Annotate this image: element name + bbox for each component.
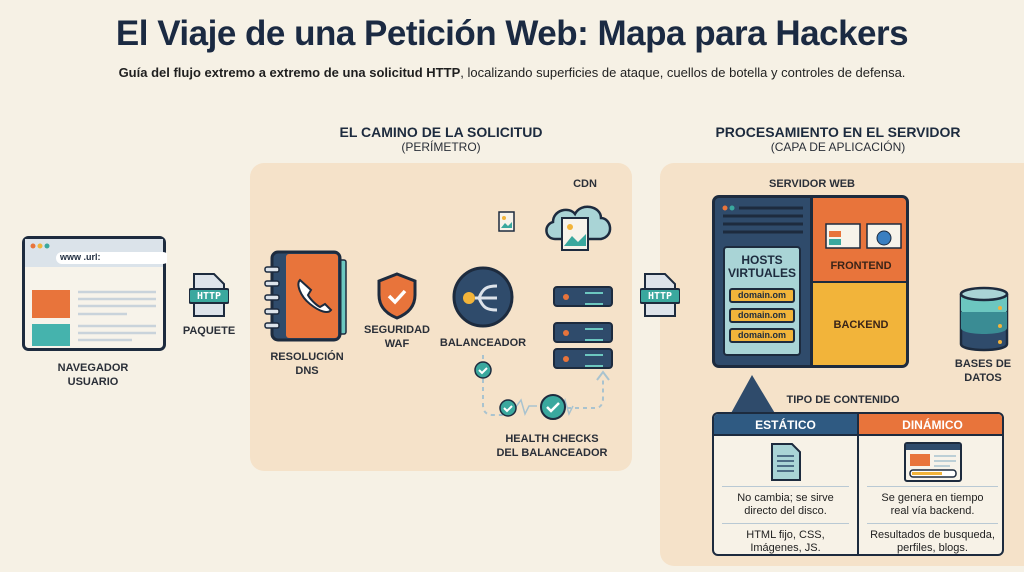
health-label: HEALTH CHECKS DEL BALANCEADOR	[496, 432, 607, 460]
dynamic-ex-2: perfiles, blogs.	[897, 542, 968, 554]
static-desc-2: directo del disco.	[744, 505, 827, 517]
dynamic-desc-1: Se genera en tiempo	[881, 492, 984, 504]
frontend-section: FRONTEND	[810, 198, 906, 283]
server-header-lines	[722, 205, 803, 234]
db-label-2: DATOS	[964, 372, 1002, 384]
perimeter-heading: EL CAMINO DE LA SOLICITUD(PERÍMETRO)	[340, 124, 543, 154]
dns-label: RESOLUCIÓN DNS	[270, 350, 343, 378]
domain-item: domain.om	[729, 288, 795, 303]
hosts-title-2: VIRTUALES	[727, 266, 796, 280]
browser-icon	[22, 236, 167, 351]
http-badge-2: HTTP	[647, 291, 673, 302]
static-desc-1: No cambia; se sirve	[737, 492, 834, 504]
db-label: BASES DE DATOS	[955, 357, 1011, 385]
domain-item: domain.om	[729, 328, 795, 343]
webserver-label: SERVIDOR WEB	[769, 178, 855, 190]
db-label-1: BASES DE	[954, 358, 1012, 370]
http-badge: HTTP	[196, 291, 222, 302]
backend-section: BACKEND	[810, 283, 906, 365]
perimeter-subtitle: (PERÍMETRO)	[401, 140, 481, 154]
waf-label-1: SEGURIDAD	[363, 324, 431, 336]
subtitle: Guía del flujo extremo a extremo de una …	[0, 65, 1024, 80]
browser-label-2: USUARIO	[67, 376, 119, 388]
health-label-2: DEL BALANCEADOR	[496, 447, 608, 459]
document-icon	[770, 443, 801, 481]
server-subtitle: (CAPA DE APLICACIÓN)	[770, 140, 906, 154]
load-balancer-icon	[452, 266, 514, 328]
url-bar: www .url:	[60, 252, 101, 262]
http-packet-icon	[189, 273, 229, 317]
http-packet-icon-2	[640, 273, 680, 317]
static-ex-1: HTML fijo, CSS,	[746, 529, 825, 541]
dynamic-header: DINÁMICO	[859, 414, 1002, 436]
browser-label-1: NAVEGADOR	[57, 362, 129, 374]
waf-label: SEGURIDAD WAF	[364, 323, 430, 351]
dns-label-1: RESOLUCIÓN	[270, 351, 344, 363]
waf-shield-icon	[377, 272, 417, 320]
frontend-label: FRONTEND	[830, 260, 892, 272]
page-title: El Viaje de una Petición Web: Mapa para …	[115, 14, 909, 53]
static-examples: HTML fijo, CSS,Imágenes, JS.	[714, 529, 857, 554]
backend-server-1	[553, 286, 613, 307]
check-circle-icon	[474, 361, 492, 379]
waf-label-2: WAF	[384, 338, 410, 350]
subtitle-rest: , localizando superficies de ataque, cue…	[460, 65, 906, 80]
pointer-triangle	[730, 375, 776, 415]
perimeter-title: EL CAMINO DE LA SOLICITUD	[339, 124, 543, 140]
backend-label: BACKEND	[833, 319, 889, 331]
dns-phonebook-icon	[264, 250, 347, 342]
hosts-title-1: HOSTS	[741, 253, 783, 267]
balancer-label: BALANCEADOR	[439, 337, 527, 349]
dynamic-ex-1: Resultados de busqueda,	[870, 529, 995, 541]
dynamic-page-icon	[903, 442, 962, 482]
dns-label-2: DNS	[295, 365, 319, 377]
cdn-cloud-icon	[545, 205, 612, 251]
static-header: ESTÁTICO	[714, 414, 857, 436]
cdn-label: CDN	[573, 178, 597, 190]
health-label-1: HEALTH CHECKS	[505, 433, 599, 445]
server-heading: PROCESAMIENTO EN EL SERVIDOR(CAPA DE APL…	[715, 124, 960, 154]
domain-item: domain.om	[729, 308, 795, 323]
dynamic-examples: Resultados de busqueda,perfiles, blogs.	[859, 529, 1002, 554]
static-ex-2: Imágenes, JS.	[750, 542, 821, 554]
packet-label: PAQUETE	[182, 325, 236, 337]
backend-server-2	[553, 322, 613, 343]
content-type-title: TIPO DE CONTENIDO	[786, 394, 900, 406]
health-check-path	[474, 355, 610, 420]
browser-label: NAVEGADOR USUARIO	[58, 361, 129, 389]
database-icon	[959, 286, 1009, 352]
dynamic-desc-2: real vía backend.	[890, 505, 975, 517]
subtitle-bold: Guía del flujo extremo a extremo de una …	[118, 65, 461, 80]
frontend-windows-icon	[825, 223, 902, 249]
server-title: PROCESAMIENTO EN EL SERVIDOR	[715, 124, 961, 140]
backend-server-3	[553, 348, 613, 369]
image-file-icon	[498, 211, 515, 232]
